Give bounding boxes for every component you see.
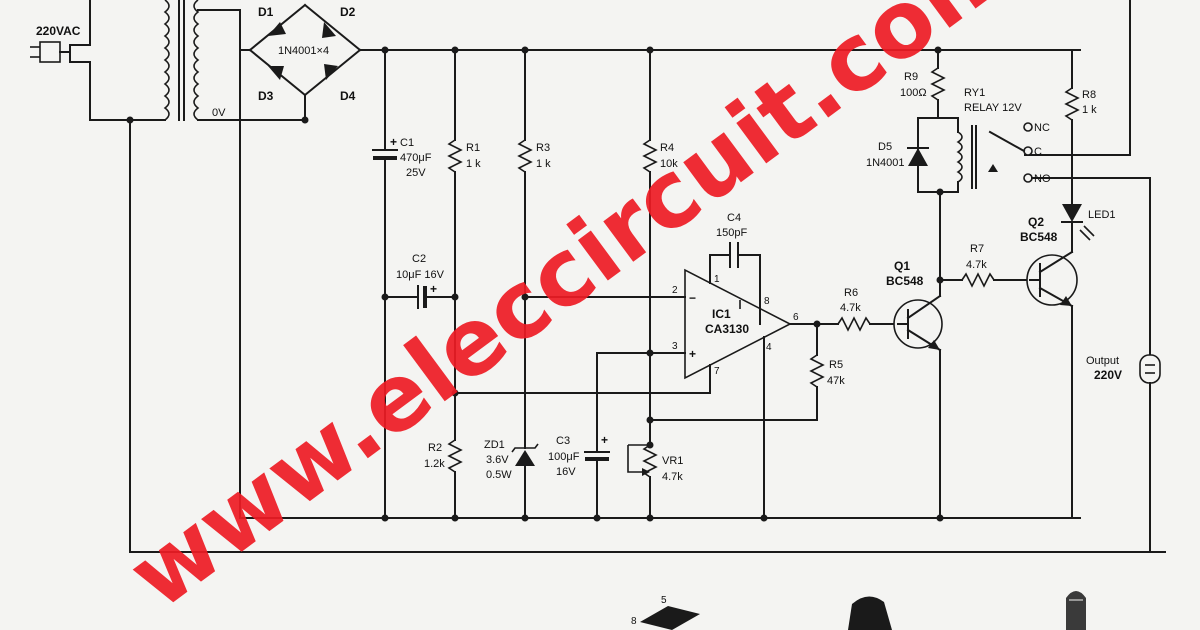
label-r3-value: 1 k: [536, 158, 551, 170]
led-package-sketch: [1066, 591, 1086, 630]
resistor-r7: [939, 272, 1031, 288]
resistor-r5: [649, 323, 825, 421]
label-r8: R8: [1082, 89, 1096, 101]
label-c4-value: 150pF: [716, 227, 747, 239]
label-q1: Q1: [894, 259, 910, 273]
ic-package-sketch: [640, 606, 700, 630]
capacitor-c2: [384, 285, 456, 309]
pin-4: 4: [766, 342, 772, 353]
label-q2-part: BC548: [1020, 230, 1058, 244]
transformer: [89, 0, 200, 121]
c1-plus: +: [390, 135, 397, 149]
label-zd1-value: 3.6V: [486, 454, 509, 466]
output-socket: [1139, 354, 1166, 553]
label-c-contact: C: [1034, 146, 1042, 158]
bridge-rectifier: [239, 3, 1081, 97]
label-c3: C3: [556, 435, 570, 447]
mains-plug: [30, 0, 91, 121]
label-r9-value: 100Ω: [900, 87, 927, 99]
opamp-ic1: [454, 242, 839, 519]
resistor-r3: [517, 49, 533, 449]
label-r7-value: 4.7k: [966, 259, 987, 271]
label-output: Output: [1086, 355, 1119, 367]
label-zd1: ZD1: [484, 439, 505, 451]
package-pin-5: 5: [661, 595, 667, 606]
label-c2-value: 10μF 16V: [396, 269, 445, 281]
label-vr1: VR1: [662, 455, 683, 467]
zener-zd1: [511, 443, 539, 519]
label-r7: R7: [970, 243, 984, 255]
label-d4: D4: [340, 89, 356, 103]
resistor-r4: [642, 49, 658, 446]
transistor-package-sketch: [848, 596, 892, 630]
label-d1: D1: [258, 5, 274, 19]
label-d5: D5: [878, 141, 892, 153]
label-r1: R1: [466, 142, 480, 154]
label-q1-part: BC548: [886, 274, 924, 288]
transistor-q1: [893, 191, 943, 519]
label-ic1: IC1: [712, 307, 731, 321]
label-vr1-value: 4.7k: [662, 471, 683, 483]
pin-1: 1: [714, 274, 720, 285]
label-q2: Q2: [1028, 215, 1044, 229]
label-r5-value: 47k: [827, 375, 845, 387]
label-no: NO: [1034, 173, 1051, 185]
diode-d5: [907, 117, 959, 193]
label-c3-value: 100μF: [548, 451, 580, 463]
ic1-minus: −: [689, 291, 696, 305]
led-led1: [1061, 204, 1095, 249]
label-d5-part: 1N4001: [866, 157, 905, 169]
pin-3: 3: [672, 341, 678, 352]
label-r9: R9: [904, 71, 918, 83]
capacitor-c1: [372, 49, 398, 519]
potentiometer-vr1: [627, 444, 658, 519]
label-c3-voltage: 16V: [556, 466, 576, 478]
ic1-plus: +: [689, 347, 696, 361]
label-r4: R4: [660, 142, 674, 154]
pin-2: 2: [672, 285, 678, 296]
label-r4-value: 10k: [660, 158, 678, 170]
label-r2-value: 1.2k: [424, 458, 445, 470]
c2-plus: +: [430, 282, 437, 296]
label-ry1-value: RELAY 12V: [964, 102, 1022, 114]
label-led1: LED1: [1088, 209, 1116, 221]
resistor-r2: [447, 439, 463, 519]
pin-6: 6: [793, 312, 799, 323]
label-r6: R6: [844, 287, 858, 299]
label-c4: C4: [727, 212, 741, 224]
label-r8-value: 1 k: [1082, 104, 1097, 116]
label-zero-volt: 0V: [212, 107, 226, 119]
package-pin-8: 8: [631, 616, 637, 627]
label-ry1: RY1: [964, 87, 985, 99]
label-c1: C1: [400, 137, 414, 149]
label-zd1-power: 0.5W: [486, 469, 512, 481]
label-d2: D2: [340, 5, 356, 19]
label-r3: R3: [536, 142, 550, 154]
transistor-q2: [1026, 247, 1078, 519]
label-c2: C2: [412, 253, 426, 265]
resistor-r6: [837, 316, 899, 332]
label-ic1-part: CA3130: [705, 322, 749, 336]
resistor-r8: [1064, 49, 1080, 205]
label-nc: NC: [1034, 122, 1050, 134]
label-r1-value: 1 k: [466, 158, 481, 170]
label-c1-value: 470μF: [400, 152, 432, 164]
pin-8: 8: [764, 296, 770, 307]
label-r2: R2: [428, 442, 442, 454]
label-output-voltage: 220V: [1094, 368, 1122, 382]
label-mains: 220VAC: [36, 24, 81, 38]
capacitor-c3: [584, 352, 610, 519]
label-r6-value: 4.7k: [840, 302, 861, 314]
label-r5: R5: [829, 359, 843, 371]
pin-7: 7: [714, 366, 720, 377]
label-bridge: 1N4001×4: [278, 45, 329, 57]
c3-plus: +: [601, 433, 608, 447]
relay-ry1: [956, 117, 1151, 356]
label-d3: D3: [258, 89, 274, 103]
label-c1-voltage: 25V: [406, 167, 426, 179]
junction-dots: [126, 46, 944, 522]
